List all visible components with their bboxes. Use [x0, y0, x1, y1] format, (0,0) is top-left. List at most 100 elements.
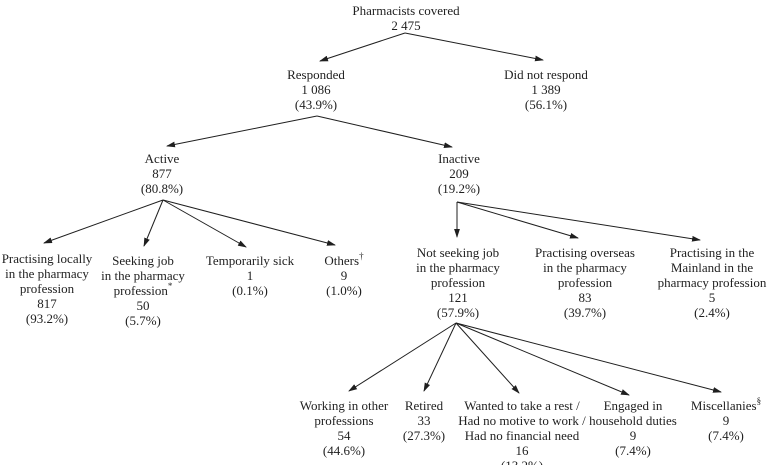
edge-not-seeking-job-to-working-other-professions	[348, 322, 457, 392]
node-pct: (43.9%)	[294, 97, 338, 112]
node-title-line: Practising in the	[669, 245, 755, 260]
node-title-line: Pharmacists covered	[352, 3, 460, 18]
node-wanted-rest: Wanted to take a rest /Had no motive to …	[450, 398, 595, 465]
node-title-line: Temporarily sick	[205, 253, 295, 268]
node-pct: (80.8%)	[140, 181, 184, 196]
node-title-line: household duties	[589, 413, 677, 428]
node-pct: (0.1%)	[232, 283, 268, 298]
node-title-line: Inactive	[438, 151, 480, 166]
node-pct: (1.0%)	[326, 283, 362, 298]
edge-responded-to-active	[166, 115, 318, 148]
node-title-line: profession*	[113, 280, 173, 298]
node-title: Miscellanies§	[681, 395, 768, 413]
edge-responded-to-inactive	[316, 115, 453, 149]
edge-not-seeking-job-to-wanted-rest	[455, 322, 520, 394]
node-title-line: Working in other	[299, 398, 389, 413]
node-pct: (7.4%)	[708, 428, 744, 443]
node-title-line: profession	[557, 275, 613, 290]
node-title-line: Retired	[404, 398, 444, 413]
node-count: 83	[578, 290, 592, 305]
node-pct: (5.7%)	[125, 313, 161, 328]
node-title: Temporarily sick	[194, 253, 306, 268]
node-title-line: in the pharmacy	[5, 266, 89, 281]
node-pct: (13.2%)	[450, 458, 595, 465]
node-others: Others† 9 (1.0%)	[304, 251, 384, 298]
node-pct: (27.3%)	[402, 428, 446, 443]
node-title: Active	[117, 151, 207, 166]
node-pct: (44.6%)	[322, 443, 366, 458]
node-count: 50	[136, 298, 150, 313]
edge-not-seeking-job-to-household-duties	[455, 322, 630, 396]
edge-active-to-seeking-job	[143, 199, 164, 247]
node-title-line: Engaged in	[603, 398, 663, 413]
node-pct: (39.7%)	[563, 305, 607, 320]
node-title-line: in the pharmacy	[543, 260, 627, 275]
edge-active-to-others	[162, 199, 336, 246]
node-title-line: Did not respond	[504, 67, 588, 82]
node-title-line: in the pharmacy	[101, 268, 185, 283]
node-count: 209	[449, 166, 469, 181]
node-count: 817	[37, 296, 57, 311]
node-title-line: Not seeking job	[416, 245, 500, 260]
edge-not-seeking-job-to-miscellanies	[455, 322, 722, 393]
node-count: 9	[340, 268, 348, 283]
node-count: 9	[722, 413, 730, 428]
node-title: Did not respond	[484, 67, 609, 82]
node-pct: (19.2%)	[437, 181, 481, 196]
node-title: Wanted to take a rest /Had no motive to …	[450, 398, 595, 443]
edge-inactive-to-practising-overseas	[456, 201, 579, 239]
node-title-line: Seeking job	[112, 253, 174, 268]
node-count: 54	[337, 428, 351, 443]
edge-pharmacists-covered-to-responded	[319, 32, 406, 62]
node-count: 877	[152, 166, 172, 181]
node-title-line: in the pharmacy	[416, 260, 500, 275]
node-title-line: Mainland in the	[670, 260, 754, 275]
edge-pharmacists-covered-to-did-not-respond	[404, 32, 544, 62]
node-title-line: Responded	[287, 67, 345, 82]
node-responded: Responded 1 086 (43.9%)	[261, 67, 371, 112]
node-title-line: profession	[19, 281, 75, 296]
node-pct: (7.4%)	[615, 443, 651, 458]
node-count: 2 475	[391, 18, 421, 33]
node-count: 9	[629, 428, 637, 443]
node-count: 1 389	[531, 82, 561, 97]
edge-not-seeking-job-to-retired	[423, 322, 457, 392]
node-temporarily-sick: Temporarily sick 1 (0.1%)	[194, 253, 306, 298]
node-count: 121	[448, 290, 468, 305]
node-pct: (2.4%)	[694, 305, 730, 320]
node-count: 5	[708, 290, 716, 305]
edge-inactive-to-practising-mainland	[456, 201, 701, 242]
node-title-line: Active	[144, 151, 180, 166]
node-active: Active 877 (80.8%)	[117, 151, 207, 196]
node-title-line: Had no motive to work /	[458, 413, 586, 428]
node-title: Responded	[261, 67, 371, 82]
node-pharmacists-covered: Pharmacists covered 2 475	[331, 3, 481, 33]
edge-active-to-temporarily-sick	[162, 199, 247, 248]
node-count: 33	[417, 413, 431, 428]
node-title: Pharmacists covered	[331, 3, 481, 18]
node-title-line: Practising locally	[1, 251, 93, 266]
node-pct: (93.2%)	[25, 311, 69, 326]
node-pct: (56.1%)	[524, 97, 568, 112]
node-title-line: Practising overseas	[534, 245, 635, 260]
node-title: Inactive	[414, 151, 504, 166]
node-title-line: profession	[430, 275, 486, 290]
node-inactive: Inactive 209 (19.2%)	[414, 151, 504, 196]
node-pct: (57.9%)	[436, 305, 480, 320]
superscript-marker: *	[167, 280, 173, 291]
superscript-marker: §	[756, 395, 762, 406]
